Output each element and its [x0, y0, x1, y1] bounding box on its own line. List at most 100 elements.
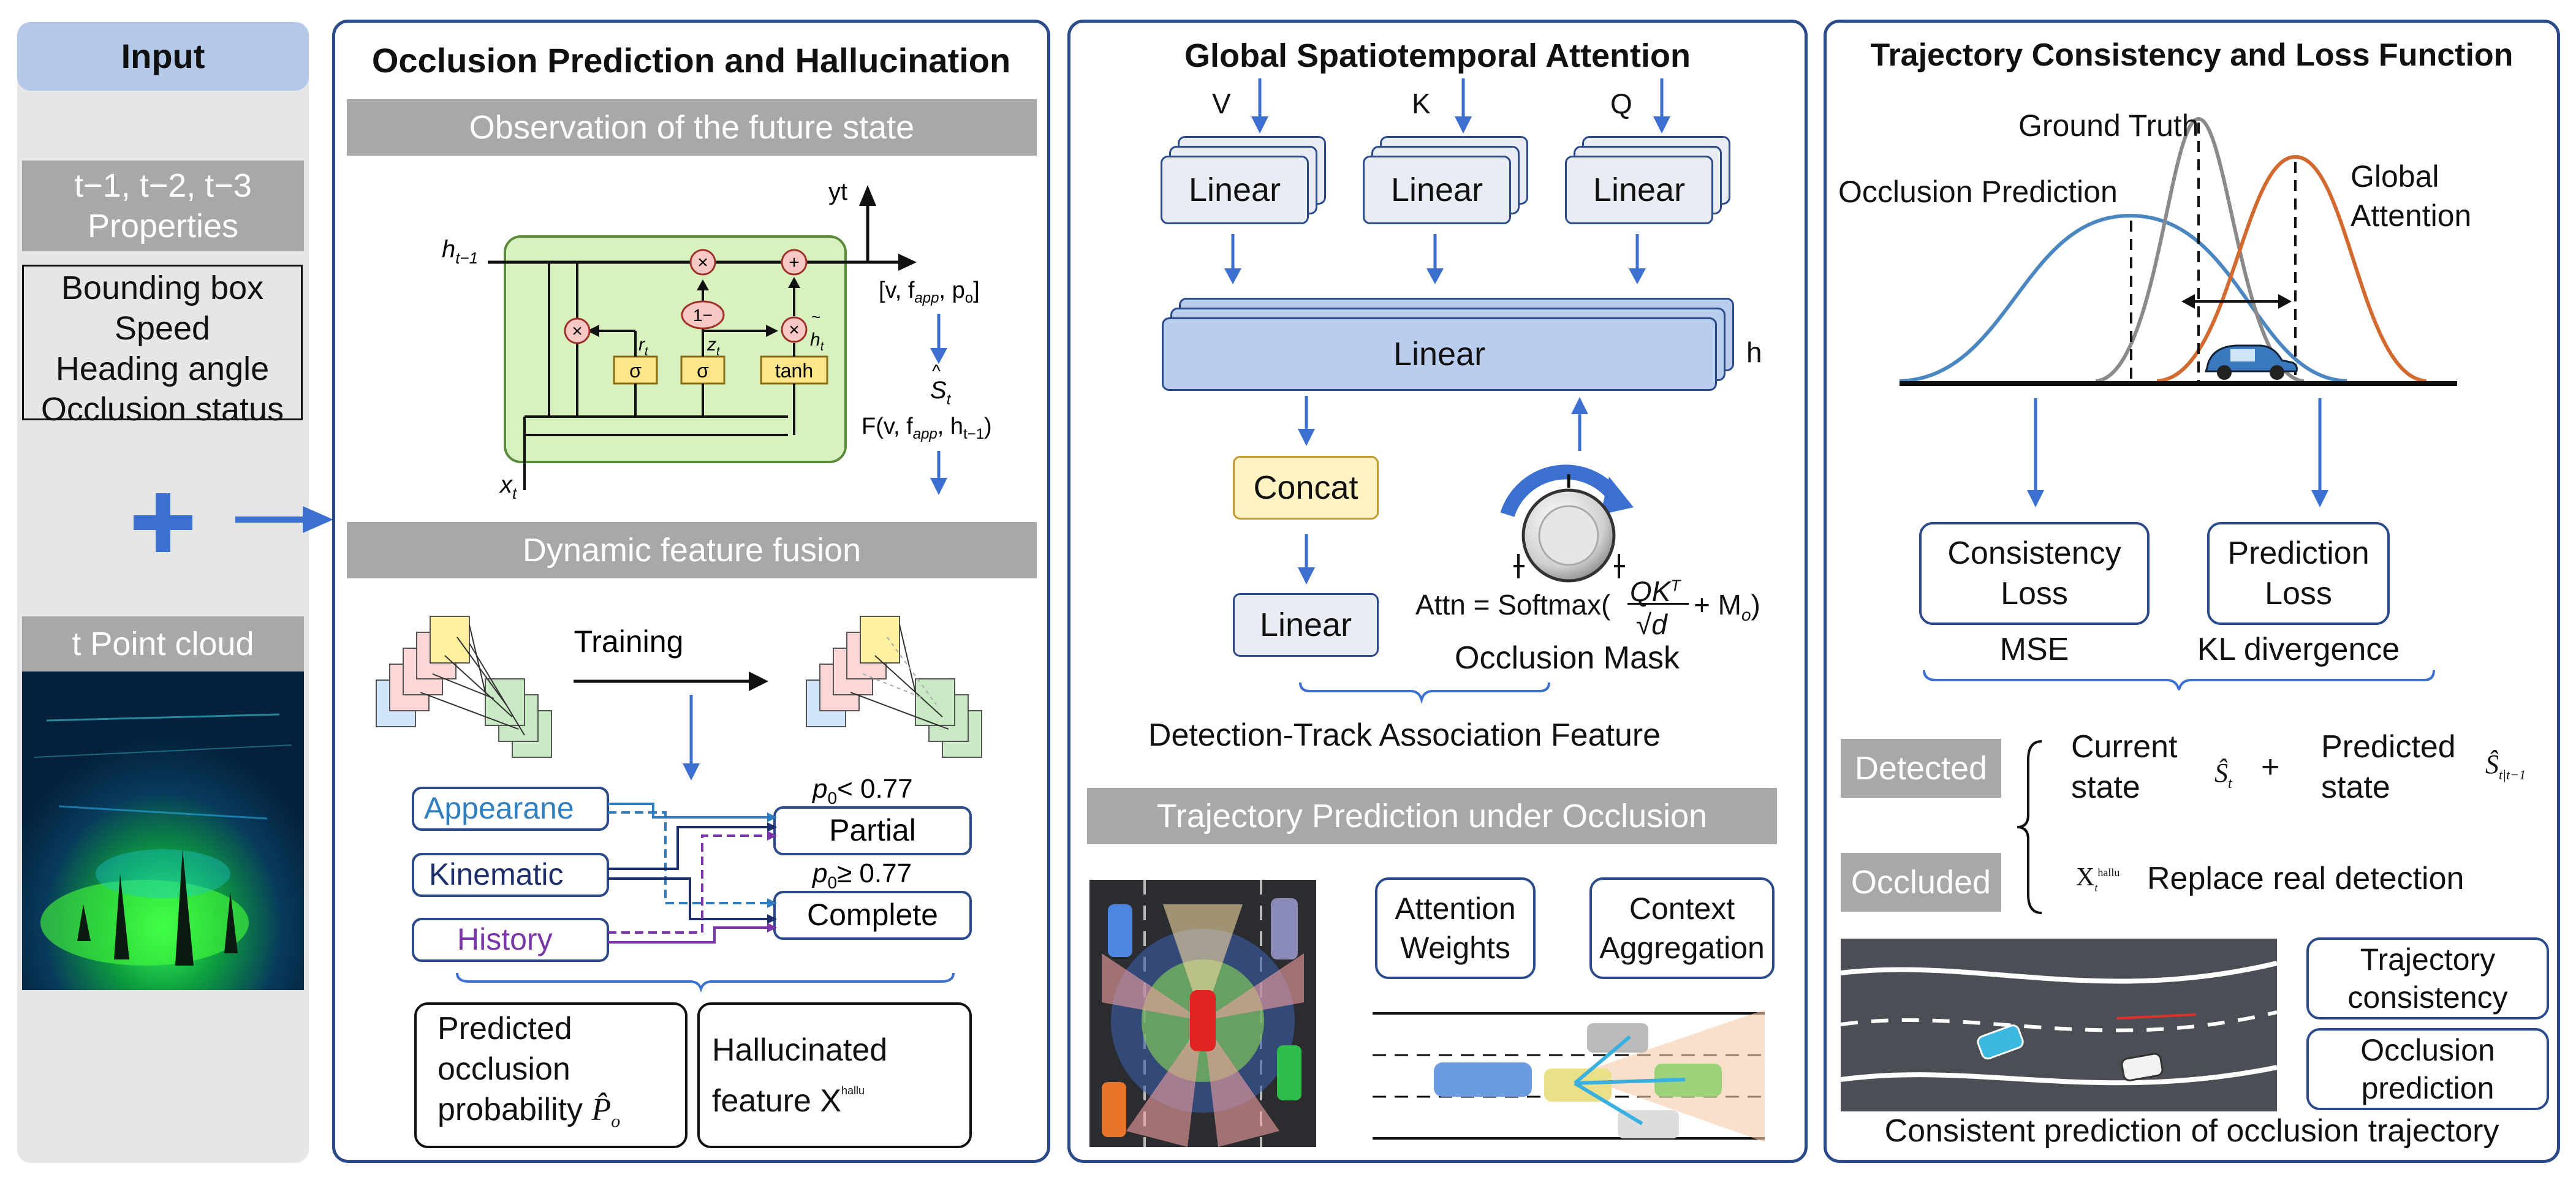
occlusion-mask-knob-icon	[1500, 464, 1634, 583]
input-properties-bar: t−1, t−2, t−3 Properties	[22, 161, 304, 251]
linear-q: Linear	[1565, 156, 1713, 224]
st-hat-mark: ^	[932, 361, 941, 382]
complete-label: Complete	[807, 898, 938, 932]
loss-brace	[1923, 670, 2435, 690]
history-label: History	[457, 922, 553, 956]
detected-tag: Detected	[1841, 739, 2001, 798]
appearance-label: Appearane	[424, 791, 574, 825]
xhallu-symbol: Xthallu	[2076, 863, 2120, 894]
occluded-tag: Occluded	[1841, 853, 2001, 912]
vfapp-label: [v, fapp, po]	[879, 278, 980, 306]
predicted-probability-box: Predicted occlusion probability P̂o	[414, 1002, 688, 1148]
road-trajectory-image	[1841, 939, 2277, 1111]
sigma-z: σ	[697, 360, 709, 382]
car-icon	[2204, 344, 2298, 380]
linear-k: Linear	[1363, 156, 1511, 224]
linear-out: Linear	[1233, 593, 1379, 657]
highway-attention-image	[1373, 1010, 1765, 1142]
occlusion-panel	[332, 20, 1050, 1163]
occlusion-prediction-label: Occlusion Prediction	[1838, 175, 2118, 209]
svg-text:1−: 1−	[693, 306, 713, 325]
linear-v: Linear	[1161, 156, 1309, 224]
ground-truth-label: Ground Truth	[2018, 108, 2199, 143]
hallucinated-feature-box: Hallucinated feature Xhallu	[697, 1002, 972, 1148]
input-properties-label: Properties	[87, 208, 239, 244]
input-frames-label: t−1, t−2, t−3	[74, 167, 252, 204]
p-ge-label: p0≥ 0.77	[811, 858, 912, 892]
network-before-icon	[376, 616, 552, 758]
svg-text:×: ×	[789, 320, 800, 340]
attention-mid-arrows	[1298, 396, 1588, 585]
gru-cell-diagram: × × 1− + × σ σ tanh rt zt ht ~ ht−1 xt y…	[442, 178, 992, 502]
multiply-node: ×	[564, 317, 591, 344]
assoc-feature-label: Detection-Track Association Feature	[1148, 717, 1661, 753]
linear-to-h-arrows	[1224, 234, 1646, 284]
svg-text:+: +	[789, 252, 800, 273]
p-hat-symbol: P̂o	[591, 1092, 621, 1132]
p-lt-label: p0< 0.77	[811, 774, 913, 808]
consistent-prediction-label: Consistent prediction of occlusion traje…	[1884, 1113, 2499, 1149]
training-label: Training	[574, 624, 684, 659]
intersection-image	[1089, 880, 1316, 1147]
h-prev-label: ht−1	[442, 236, 478, 267]
attention-title: Global Spatiotemporal Attention	[1184, 37, 1691, 74]
plus-icon	[134, 493, 192, 552]
prop-speed: Speed	[114, 310, 211, 347]
assoc-brace	[1299, 682, 1550, 705]
one-minus-node: 1−	[681, 300, 725, 330]
occlusion-title: Occlusion Prediction and Hallucination	[371, 41, 1011, 80]
kl-label: KL divergence	[2197, 632, 2400, 667]
distribution-chart	[1899, 116, 2457, 386]
trajectory-prediction-bar: Trajectory Prediction under Occlusion	[1087, 788, 1777, 844]
zt-label: zt	[707, 335, 721, 358]
svg-text:×: ×	[572, 321, 583, 341]
concat-box: Concat	[1233, 456, 1379, 520]
hallu-superscript: hallu	[841, 1084, 865, 1097]
history-box	[412, 918, 609, 962]
prop-occlusion-status: Occlusion status	[40, 391, 284, 428]
fv-label: F(v, fapp, ht−1)	[862, 414, 992, 442]
prop-bounding-box: Bounding box	[61, 270, 264, 306]
pred-prob-line2: occlusion	[438, 1051, 570, 1088]
kinematic-box	[412, 853, 609, 897]
fusion-diagram: Training Appearane Kinematic History Par…	[376, 616, 982, 993]
input-arrow-icon	[235, 506, 333, 533]
yt-label: yt	[828, 178, 847, 205]
point-cloud-bar: t Point cloud	[22, 616, 304, 672]
pred-prob-line3: probability	[438, 1092, 583, 1128]
partial-label: Partial	[829, 813, 916, 847]
xt-label: xt	[499, 471, 518, 502]
prop-heading-angle: Heading angle	[55, 350, 270, 387]
occlusion-mask-label: Occlusion Mask	[1455, 640, 1680, 676]
rt-label: rt	[638, 335, 649, 358]
multiply-node: ×	[781, 316, 808, 343]
point-cloud-image	[22, 672, 304, 990]
partial-box	[773, 806, 972, 855]
appearance-box	[412, 787, 609, 831]
complete-box	[773, 891, 972, 940]
q-label: Q	[1610, 88, 1632, 119]
tanh-gate: tanh	[775, 360, 813, 382]
mse-label: MSE	[1999, 632, 2069, 667]
state-plus: +	[2261, 749, 2280, 785]
loss-arrows	[2027, 398, 2328, 507]
linear-h: Linear	[1162, 317, 1717, 391]
input-header: Input	[17, 22, 309, 91]
trajectory-title: Trajectory Consistency and Loss Function	[1870, 37, 2513, 73]
tilde-mark: ~	[811, 308, 820, 326]
replace-detection-label: Replace real detection	[2147, 861, 2464, 896]
hallu-line1: Hallucinated	[712, 1032, 888, 1068]
dynamic-fusion-bar: Dynamic feature fusion	[347, 522, 1037, 578]
sigma-r: σ	[629, 360, 642, 382]
k-label: K	[1412, 88, 1431, 119]
vkq-arrows	[1251, 78, 1670, 134]
